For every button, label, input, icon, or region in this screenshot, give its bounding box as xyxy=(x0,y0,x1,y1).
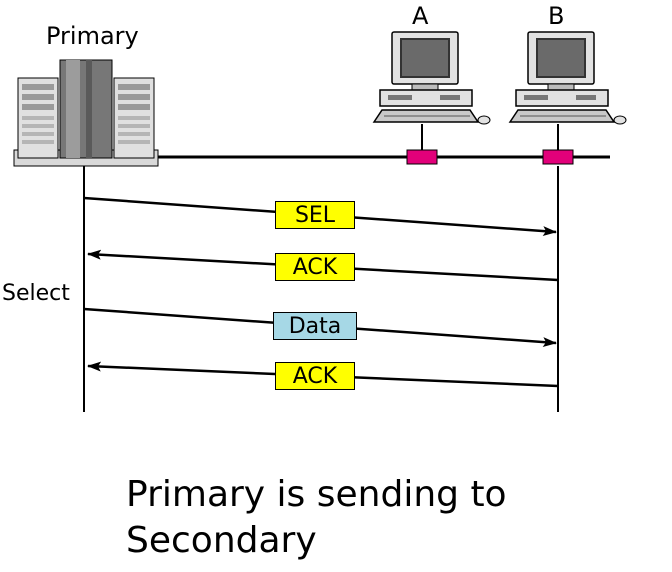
caption: Primary is sending to Secondary xyxy=(126,472,507,564)
station-b-label: B xyxy=(548,2,565,30)
frame-label-box: ACK xyxy=(275,362,355,390)
station-b-connector xyxy=(542,149,574,165)
frame-label-box: ACK xyxy=(275,253,355,281)
station-a-computer-icon xyxy=(372,31,491,125)
select-label: Select xyxy=(2,281,70,306)
caption-line-2: Secondary xyxy=(126,520,317,561)
station-b-computer-icon xyxy=(508,31,627,125)
primary-server-icon xyxy=(13,59,159,167)
frame-label-box: Data xyxy=(273,312,357,340)
station-a-connector xyxy=(406,149,438,165)
primary-label: Primary xyxy=(46,22,139,50)
station-a-label: A xyxy=(412,2,429,30)
frame-label-box: SEL xyxy=(275,201,355,229)
caption-line-1: Primary is sending to xyxy=(126,474,507,515)
